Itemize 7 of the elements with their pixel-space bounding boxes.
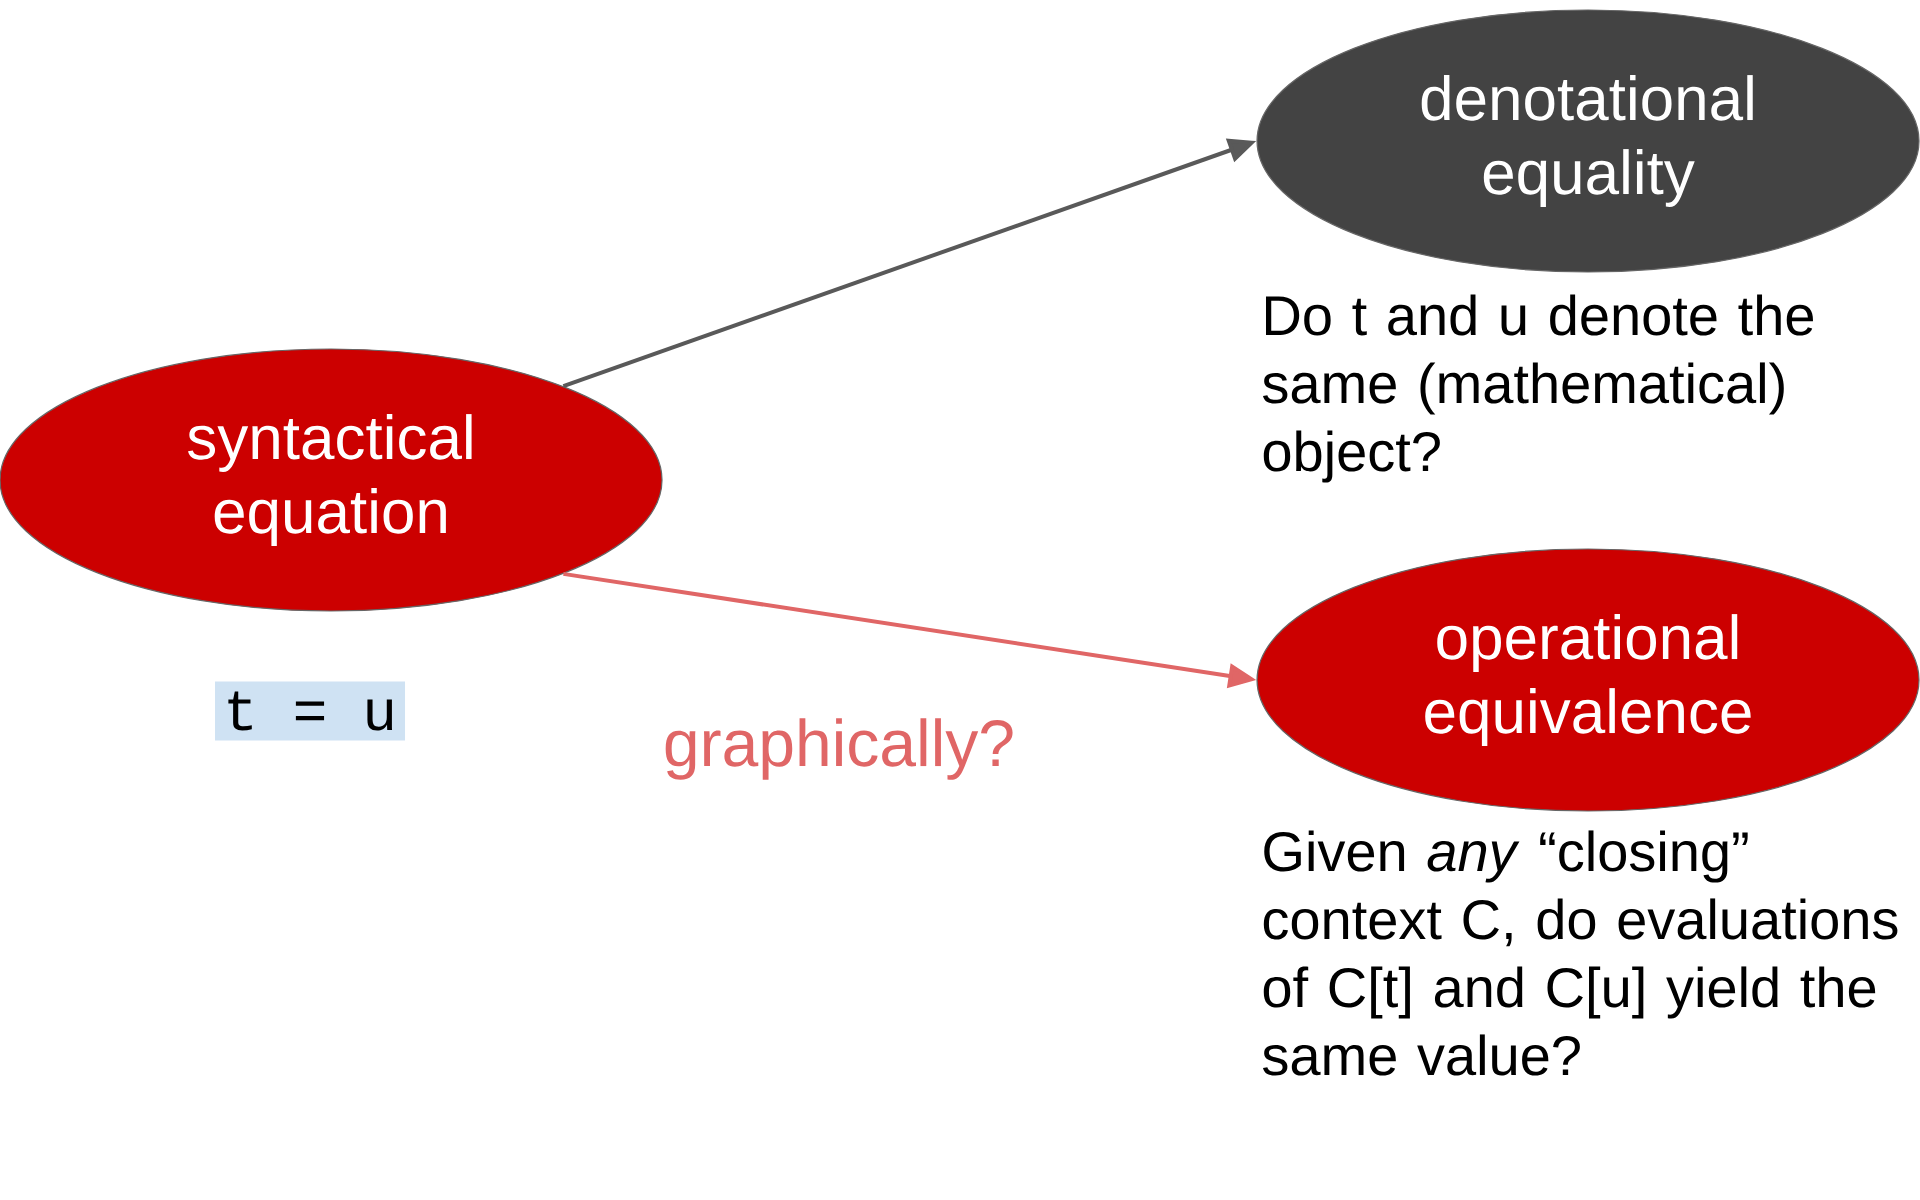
ellipse-node: denotational equality xyxy=(1256,9,1920,273)
description-text: Given any “closing” context C, do evaluations of C[t] and C[u] yield the same value? xyxy=(1263,830,1898,1076)
code-snippet: t = u xyxy=(215,681,406,741)
ellipse-node: syntactical equation xyxy=(0,348,663,612)
description-text: Do t and u denote the same (mathematical) object? xyxy=(1263,294,1813,483)
edge-label: graphically? xyxy=(665,718,1013,780)
ellipse-node: operational equivalence xyxy=(1256,548,1920,812)
